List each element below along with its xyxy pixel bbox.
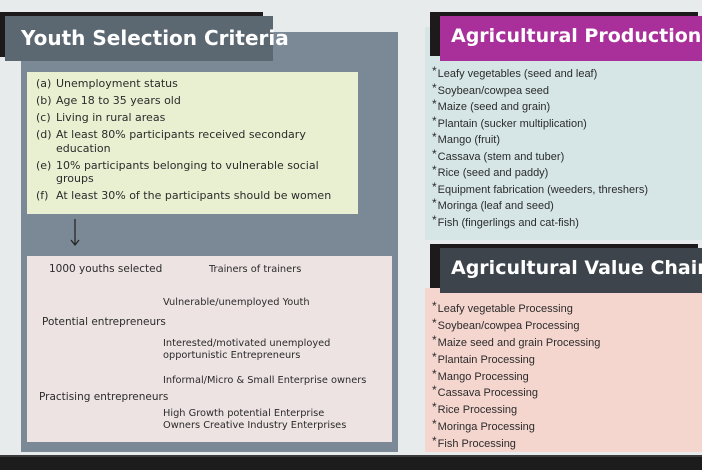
list-item-text: Moringa (leaf and seed) [437,200,554,212]
asterisk-icon: * [432,146,437,161]
flow-practising: Practising entrepreneurs [39,391,169,403]
flow-box [27,256,392,442]
asterisk-icon: * [432,196,437,210]
asterisk-icon: * [432,366,437,381]
list-item: *Mango Processing [432,367,600,384]
criteria-label: (a) [36,77,52,90]
criteria-text: Living in rural areas [56,111,166,124]
productions-title-box [440,16,702,61]
criteria-item: (c) Living in rural areas [36,111,350,125]
list-item: *Fish (fingerlings and cat-fish) [432,213,648,230]
list-item: *Mango (fruit) [432,130,648,147]
asterisk-icon: * [432,383,437,398]
footer-bar [0,455,702,470]
criteria-label: (f) [36,189,49,202]
list-item-text: Maize (seed and grain) [437,101,551,113]
asterisk-icon: * [432,80,437,95]
criteria-label: (d) [36,128,52,141]
valuechain-title-box [440,248,702,293]
flow-highgrowth: High Growth potential Enterprise Owners … [163,408,347,431]
asterisk-icon: * [432,299,437,313]
list-item: *Moringa (leaf and seed) [432,196,648,213]
productions-list: *Leafy vegetables (seed and leaf)*Soybea… [432,64,648,229]
criteria-text: At least 80% participants received secon… [56,128,306,155]
list-item: *Plantain (sucker multiplication) [432,114,648,131]
valuechain-title: Agricultural Value Chain [451,257,702,279]
productions-panel [425,27,702,240]
criteria-item: (a) Unemployment status [36,77,350,91]
criteria-text: Age 18 to 35 years old [56,94,181,107]
list-item: *Leafy vegetables (seed and leaf) [432,64,648,81]
list-item-text: Fish Processing [437,438,516,451]
list-item: *Cassava Processing [432,383,600,400]
list-item-text: Plantain Processing [437,353,535,366]
criteria-text: At least 30% of the participants should … [56,189,332,202]
list-item: *Rice Processing [432,400,600,417]
asterisk-icon: * [432,64,437,78]
list-item: *Equipment fabrication (weeders, threshe… [432,180,648,197]
list-item-text: Equipment fabrication (weeders, thresher… [437,183,648,196]
list-item: *Moringa Processing [432,417,600,434]
criteria-list: (a) Unemployment status (b) Age 18 to 35 ye… [36,77,350,203]
flow-trainers: Trainers of trainers [209,264,302,275]
criteria-item: (d) At least 80% participants received se… [36,128,350,155]
flow-vulnerable: Vulnerable/unemployed Youth [163,297,310,308]
asterisk-icon: * [432,179,437,194]
youth-title: Youth Selection Criteria [21,26,289,50]
productions-title: Agricultural Productions [451,25,702,47]
asterisk-icon: * [432,163,437,177]
valuechain-panel [425,288,702,452]
asterisk-icon: * [432,113,437,128]
asterisk-icon: * [432,434,437,449]
criteria-label: (e) [36,158,52,172]
asterisk-icon: * [432,417,437,432]
criteria-item: (f) At least 30% of the participants shou… [36,189,350,203]
list-item: *Plantain Processing [432,350,600,367]
list-item-text: Leafy vegetables (seed and leaf) [437,68,598,80]
asterisk-icon: * [432,332,437,347]
list-item-text: Leafy vegetable Processing [437,303,573,315]
list-item-text: Fish (fingerlings and cat-fish) [437,216,579,229]
flow-interested: Interested/motivated unemployed opportun… [163,338,331,361]
criteria-item: (e) 10% participants belonging to vulnera… [36,159,350,186]
list-item-text: Rice (seed and paddy) [437,167,549,179]
list-item-text: Cassava Processing [437,387,538,400]
list-item-text: Mango (fruit) [437,134,501,146]
flow-selected: 1000 youths selected [49,263,163,275]
flow-potential: Potential entrepreneurs [42,316,166,328]
list-item: *Rice (seed and paddy) [432,163,648,180]
list-item: *Maize (seed and grain) [432,97,648,114]
list-item-text: Plantain (sucker multiplication) [437,117,587,130]
criteria-label: (b) [36,94,52,107]
list-item-text: Mango Processing [437,370,529,383]
list-item: *Fish Processing [432,434,600,451]
asterisk-icon: * [432,130,437,144]
criteria-text: Unemployment status [56,77,178,90]
criteria-box: (a) Unemployment status (b) Age 18 to 35 ye… [27,72,358,214]
list-item-text: Rice Processing [437,404,518,417]
list-item-text: Cassava (stem and tuber) [437,150,565,163]
list-item-text: Soybean/cowpea Processing [437,319,580,332]
list-item-text: Moringa Processing [437,421,535,434]
asterisk-icon: * [432,97,437,111]
list-item: *Soybean/cowpea Processing [432,316,600,333]
list-item: *Soybean/cowpea seed [432,81,648,98]
criteria-text: 10% participants belonging to vulnerable… [56,158,319,186]
valuechain-list: *Leafy vegetable Processing*Soybean/cowp… [432,299,600,451]
list-item: *Leafy vegetable Processing [432,299,600,316]
list-item-text: Maize seed and grain Processing [437,336,601,349]
asterisk-icon: * [432,315,437,330]
asterisk-icon: * [432,212,437,227]
youth-title-box [5,16,273,61]
criteria-item: (b) Age 18 to 35 years old [36,94,350,108]
list-item: *Maize seed and grain Processing [432,333,600,350]
asterisk-icon: * [432,349,437,364]
list-item-text: Soybean/cowpea seed [437,84,549,97]
list-item: *Cassava (stem and tuber) [432,147,648,164]
asterisk-icon: * [432,400,437,415]
arrow-down-icon [70,219,80,246]
criteria-label: (c) [36,111,51,124]
flow-informal: Informal/Micro & Small Enterprise owners [163,375,367,386]
